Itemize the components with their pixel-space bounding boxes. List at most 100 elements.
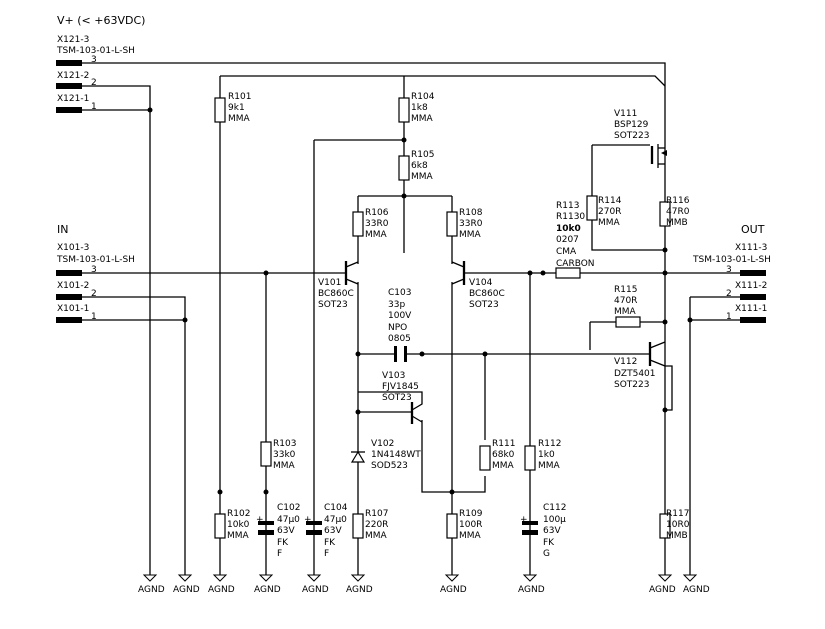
x111-name: X111-3 (735, 243, 767, 253)
r111-type: MMA (492, 461, 515, 471)
agnd-label: AGND (346, 585, 373, 595)
x111-n2: 2 (726, 289, 732, 299)
x121-pin2: X121-2 (57, 71, 89, 81)
r109-type: MMA (459, 531, 482, 541)
r101-body (214, 97, 226, 123)
r104-ref: R104 (411, 92, 435, 102)
connector-pins (56, 60, 766, 323)
c102-voltage: 63V (277, 526, 295, 536)
agnd-label: AGND (302, 585, 329, 595)
r102-value: 10k0 (227, 520, 250, 530)
r113-ref: R113 (556, 201, 579, 211)
svg-text:+: + (304, 515, 312, 525)
x111-n1: 1 (726, 312, 732, 322)
r117-ref: R117 (666, 509, 689, 519)
c112-value: 100µ (543, 515, 566, 525)
r116-value: 47R0 (666, 207, 690, 217)
r108-body (446, 211, 458, 237)
r115-body (615, 316, 641, 328)
r106-body (352, 211, 364, 237)
r104-type: MMA (411, 114, 434, 124)
v104-part: BC860C (469, 289, 505, 299)
r107-body (352, 513, 364, 539)
r116-type: MMB (666, 218, 688, 228)
c103-value: 33p (388, 300, 405, 310)
x121-n3: 3 (91, 55, 97, 65)
r103-type: MMA (273, 461, 296, 471)
v112-ref: V112 (614, 357, 637, 367)
r103-body (260, 441, 272, 467)
svg-text:+: + (256, 515, 264, 525)
r115-value: 470R (614, 296, 637, 306)
c102-ref: C102 (277, 503, 300, 513)
agnd-label: AGND (208, 585, 235, 595)
x111-part: TSM-103-01-L-SH (692, 255, 771, 265)
labels: V+ (< +63VDC) X121-3 TSM-103-01-L-SH 3 X… (56, 14, 771, 559)
r104-body (398, 97, 410, 123)
v101-part: BC860C (318, 289, 354, 299)
c112-type: FK (543, 538, 555, 548)
r109-body (446, 513, 458, 539)
r111-value: 68k0 (492, 450, 515, 460)
c112-grade: G (543, 549, 550, 559)
r114-type: MMA (598, 218, 621, 228)
ground-symbols (142, 574, 698, 582)
v103-ref: V103 (382, 371, 405, 381)
svg-text:+: + (520, 515, 528, 525)
r103-ref: R103 (273, 439, 296, 449)
r107-ref: R107 (365, 509, 388, 519)
r109-value: 100R (459, 520, 482, 530)
r105-type: MMA (411, 172, 434, 182)
c102-type: FK (277, 538, 289, 548)
r115-ref: R115 (614, 285, 637, 295)
r105-body (398, 155, 410, 181)
r114-body (586, 195, 598, 221)
r106-type: MMA (365, 230, 388, 240)
r117-value: 10R0 (666, 520, 690, 530)
v112-package: SOT223 (614, 380, 649, 390)
r101-value: 9k1 (228, 103, 245, 113)
r107-value: 220R (365, 520, 388, 530)
junction-dots (147, 107, 693, 495)
x121-n2: 2 (91, 78, 97, 88)
r112-type: MMA (538, 461, 561, 471)
x101-n1: 1 (91, 312, 97, 322)
v102-ref: V102 (371, 439, 394, 449)
v111-part: BSP129 (614, 120, 649, 130)
x101-n2: 2 (91, 289, 97, 299)
r103-value: 33k0 (273, 450, 296, 460)
v104-ref: V104 (469, 278, 493, 288)
r112-ref: R112 (538, 439, 561, 449)
v103-package: SOT23 (382, 393, 412, 403)
x101-part: TSM-103-01-L-SH (56, 255, 135, 265)
r113-type: CMA (556, 247, 577, 257)
agnd-label: AGND (138, 585, 165, 595)
r112-body (524, 445, 536, 471)
r112-value: 1k0 (538, 450, 555, 460)
x101-pin2: X101-2 (57, 281, 89, 291)
x121-n1: 1 (91, 102, 97, 112)
r105-value: 6k8 (411, 161, 428, 171)
r107-type: MMA (365, 531, 388, 541)
r117-type: MMB (666, 531, 688, 541)
v104-package: SOT23 (469, 300, 499, 310)
x101-name: X101-3 (57, 243, 89, 253)
v111-package: SOT223 (614, 131, 649, 141)
r111-ref: R111 (492, 439, 515, 449)
r104-value: 1k8 (411, 103, 428, 113)
r108-type: MMA (459, 230, 482, 240)
c104-type: FK (324, 538, 336, 548)
r111-body (479, 445, 491, 471)
r113-body (555, 267, 581, 279)
c104-ref: C104 (324, 503, 348, 513)
r106-ref: R106 (365, 208, 389, 218)
c102-value: 47µ0 (277, 515, 300, 525)
r105-ref: R105 (411, 150, 434, 160)
r102-ref: R102 (227, 509, 250, 519)
diode-v102 (350, 450, 366, 463)
r108-ref: R108 (459, 208, 483, 218)
c112-voltage: 63V (543, 526, 561, 536)
c112-ref: C112 (543, 503, 566, 513)
v102-package: SOD523 (371, 461, 408, 471)
v101-package: SOT23 (318, 300, 348, 310)
